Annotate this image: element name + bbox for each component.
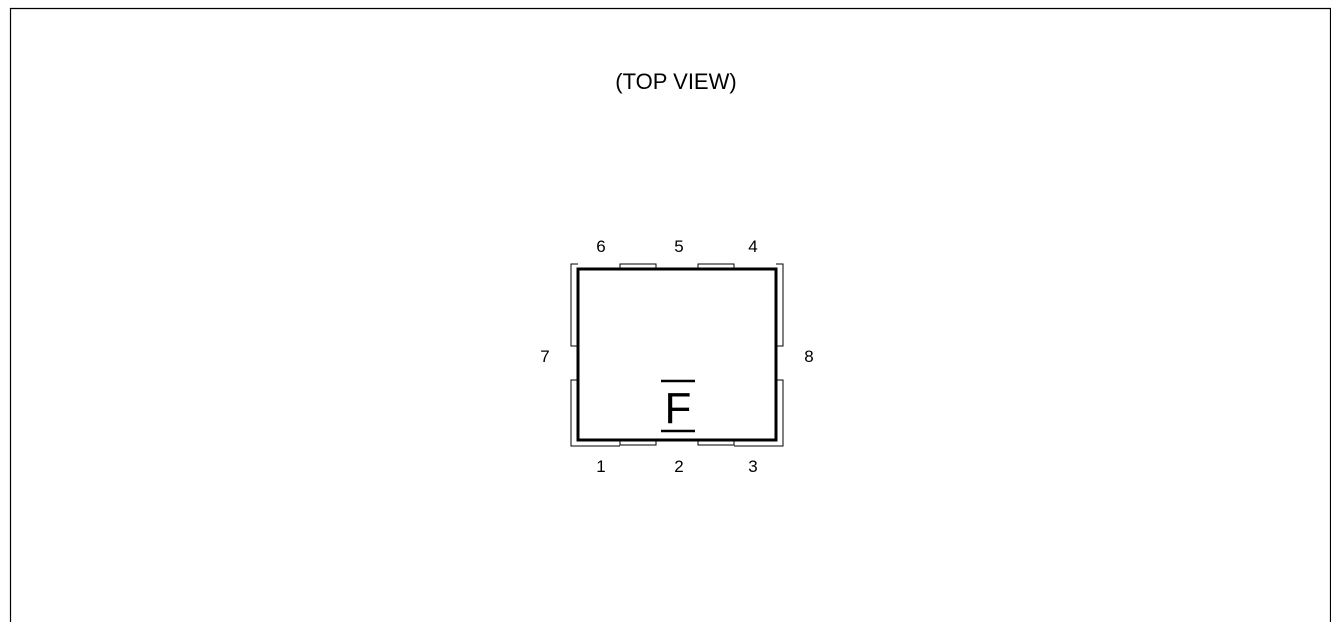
pin-pad-6	[570, 263, 578, 347]
pin-label-2: 2	[674, 457, 683, 476]
pin-label-1: 1	[596, 457, 605, 476]
view-label: (TOP VIEW)	[615, 69, 736, 94]
pin-label-7: 7	[540, 347, 549, 366]
package-body	[576, 267, 778, 442]
pin-label-6: 6	[596, 237, 605, 256]
pin-label-5: 5	[674, 237, 683, 256]
pin-label-3: 3	[748, 457, 757, 476]
pin-pad-1	[570, 379, 620, 447]
pin-pad-8-lower	[734, 379, 784, 447]
pin-pad-8-upper	[776, 263, 784, 347]
pin-label-4: 4	[748, 237, 757, 256]
marking-letter: F	[665, 384, 692, 433]
pin-label-8: 8	[804, 347, 813, 366]
